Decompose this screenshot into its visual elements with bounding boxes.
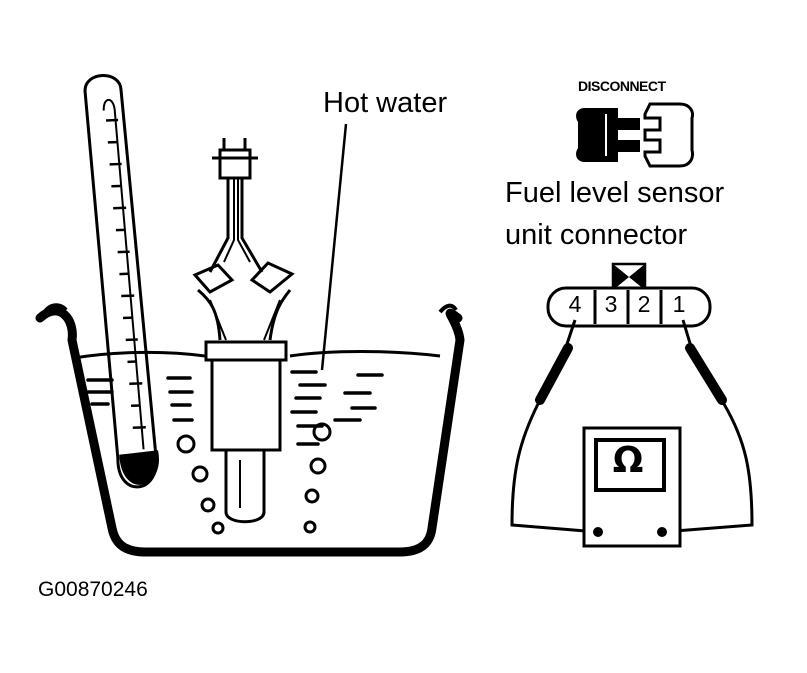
ohmmeter-terminal-left	[593, 527, 603, 537]
fuel-level-sensor-unit	[192, 138, 295, 524]
ohm-symbol: Ω	[612, 440, 644, 481]
connector-title-line2: unit connector	[505, 219, 688, 251]
connector-pin-4: 4	[568, 291, 582, 317]
water-bubbles	[176, 422, 332, 535]
ohmmeter-terminal-right	[657, 527, 667, 537]
hot-water-container	[35, 303, 465, 557]
disconnect-connector-icon	[576, 102, 694, 168]
hot-water-label: Hot water	[323, 87, 448, 119]
thermometer-bulb	[119, 450, 159, 485]
hot-water-leader	[320, 123, 348, 371]
sensor-connector	[546, 262, 712, 328]
connector-pin-2: 2	[637, 291, 651, 317]
figure-code: G00870246	[38, 578, 148, 601]
thermometer-icon	[83, 74, 159, 489]
connector-pin-1: 1	[672, 291, 686, 317]
water-surface	[73, 350, 441, 360]
connector-pin-3: 3	[604, 291, 618, 317]
test-leads	[510, 319, 754, 534]
water-ripples	[86, 370, 384, 446]
disconnect-label: DISCONNECT	[578, 78, 666, 94]
connector-title-line1: Fuel level sensor	[505, 177, 725, 209]
ohmmeter-icon	[582, 426, 682, 548]
